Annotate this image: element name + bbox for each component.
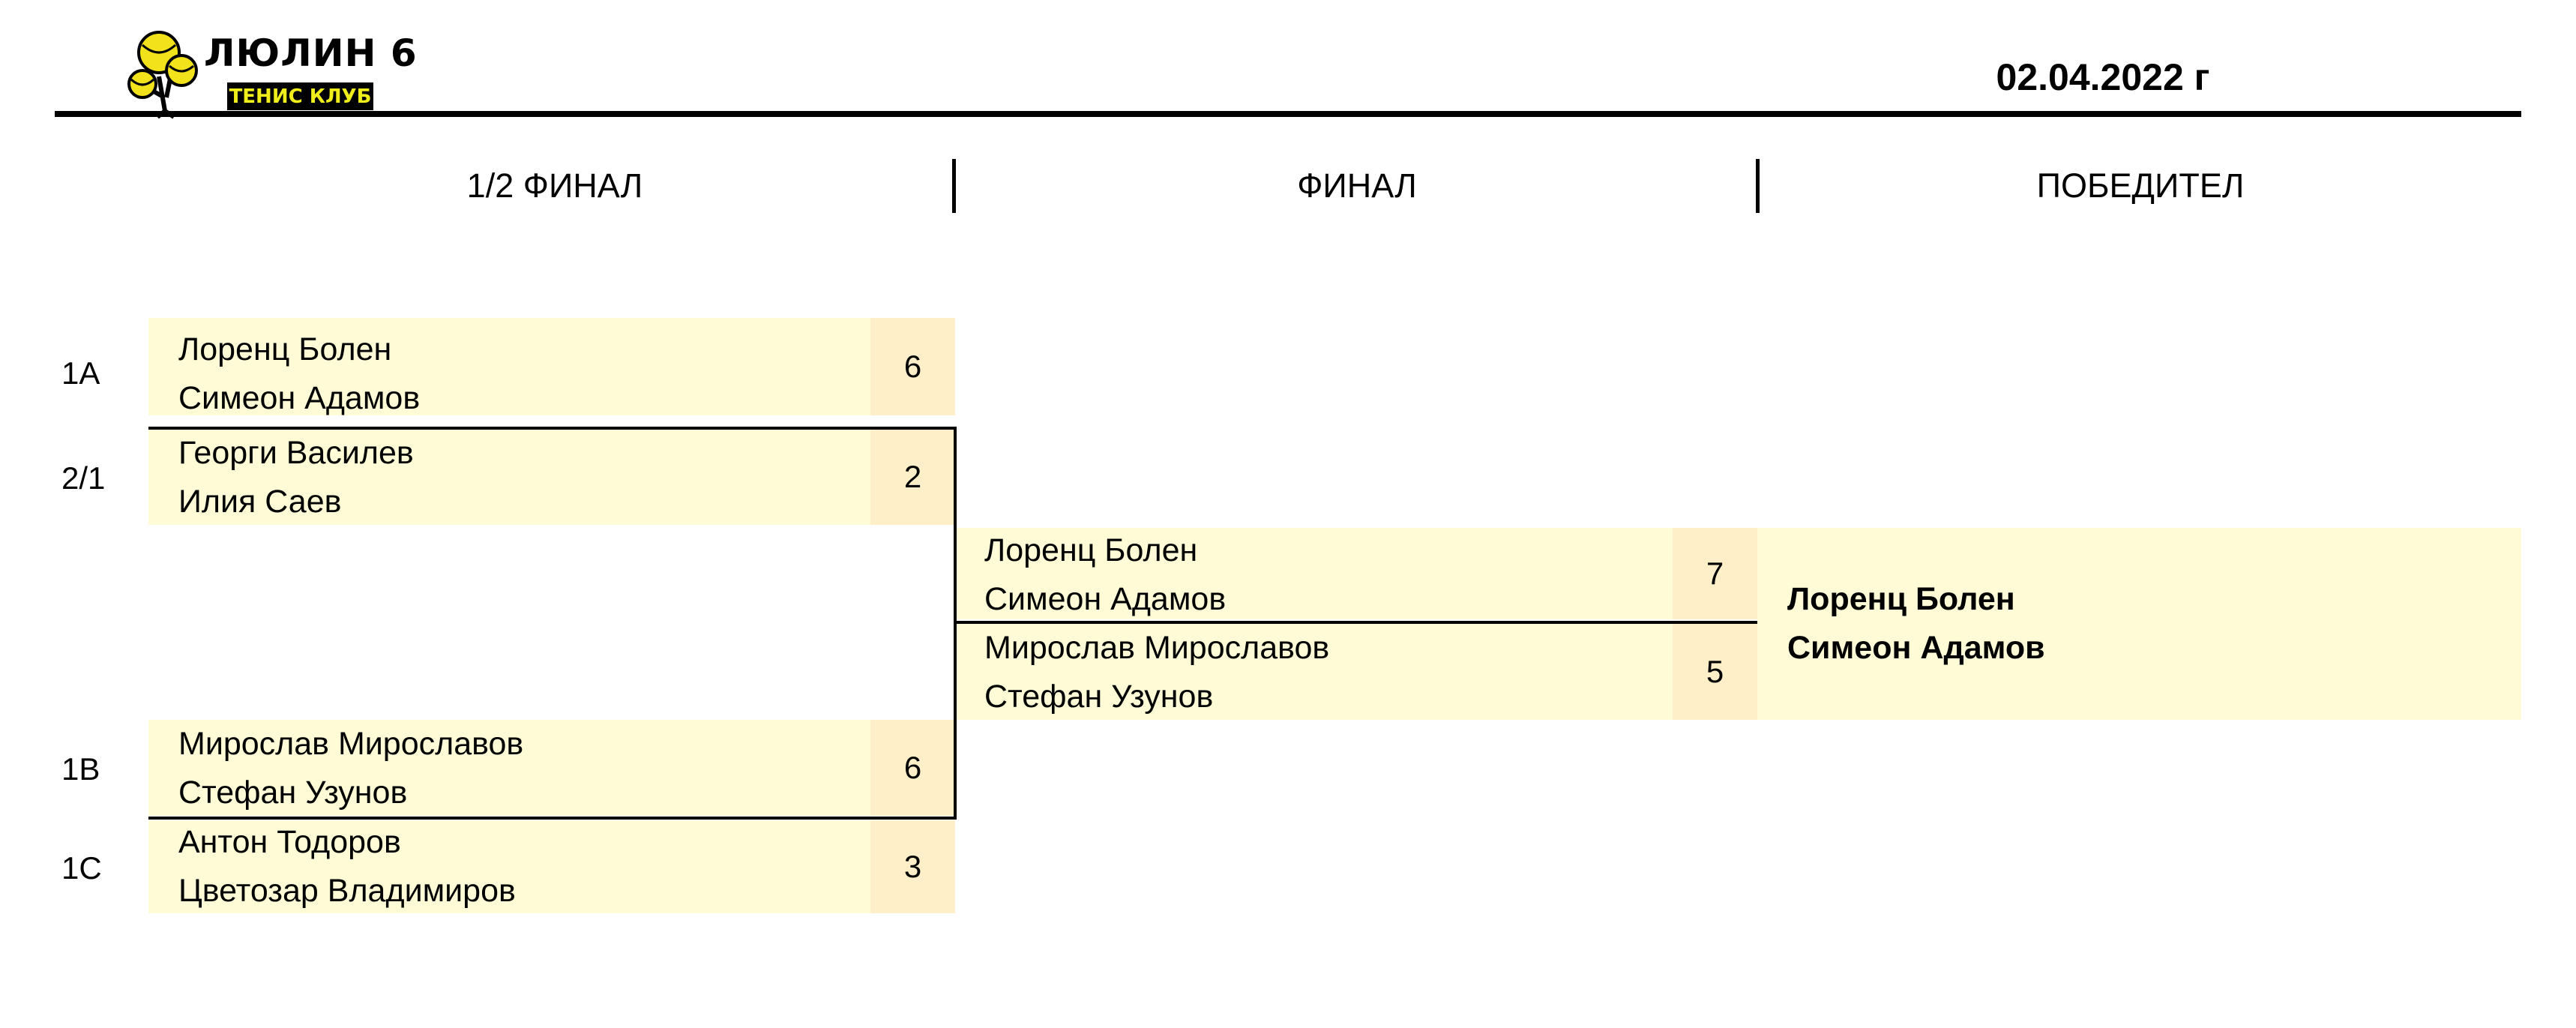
- player-name: Симеон Адамов: [984, 581, 1227, 617]
- bracket-line: [148, 817, 957, 820]
- player-name: Антон Тодоров: [178, 824, 401, 860]
- player-name: Стефан Узунов: [178, 775, 408, 811]
- round-divider: [952, 159, 956, 213]
- logo-subtitle: ТЕНИС КЛУБ: [227, 82, 373, 110]
- player-name: Георги Василев: [178, 435, 414, 471]
- player-name: Илия Саев: [178, 484, 342, 520]
- match-slot: [957, 528, 1673, 619]
- club-logo: ЛЮЛИН 6 ТЕНИС КЛУБ: [120, 22, 435, 120]
- player-name: Лоренц Болен: [984, 532, 1198, 568]
- match-slot: [148, 720, 870, 816]
- round-header-winner: ПОБЕДИТЕЛ: [2036, 166, 2245, 205]
- score-cell: 3: [870, 820, 955, 913]
- bracket-line: [148, 427, 957, 430]
- score-cell: 6: [870, 318, 955, 415]
- seed-label: 1C: [61, 850, 102, 886]
- round-divider: [1756, 159, 1760, 213]
- score-cell: 7: [1673, 528, 1757, 619]
- match-slot: [148, 429, 870, 525]
- score-cell: 2: [870, 429, 955, 525]
- seed-label: 1B: [61, 751, 100, 787]
- score-cell: 5: [1673, 624, 1757, 720]
- player-name: Цветозар Владимиров: [178, 873, 516, 909]
- match-slot: [148, 820, 870, 913]
- player-name: Лоренц Болен: [178, 331, 392, 367]
- bracket-line: [954, 621, 1757, 624]
- winner-name: Симеон Адамов: [1787, 630, 2045, 666]
- logo-title: ЛЮЛИН 6: [204, 31, 418, 75]
- match-slot: [957, 624, 1673, 720]
- header-rule: [55, 111, 2521, 117]
- player-name: Симеон Адамов: [178, 380, 421, 416]
- match-slot: [148, 318, 870, 415]
- player-name: Мирослав Мирославов: [984, 630, 1330, 666]
- player-name: Мирослав Мирославов: [178, 726, 524, 762]
- player-name: Стефан Узунов: [984, 679, 1214, 715]
- round-header-final: ФИНАЛ: [1297, 166, 1417, 205]
- tennis-ball-tree-icon: [127, 31, 198, 119]
- seed-label: 1A: [61, 355, 100, 391]
- round-header-semifinal: 1/2 ФИНАЛ: [466, 166, 643, 205]
- winner-name: Лоренц Болен: [1787, 581, 2015, 617]
- bracket-line: [954, 623, 957, 820]
- score-cell: 6: [870, 720, 955, 816]
- tournament-date: 02.04.2022 г: [1996, 56, 2210, 98]
- seed-label: 2/1: [61, 460, 106, 496]
- bracket-line: [954, 427, 957, 623]
- winner-slot: [1757, 528, 2521, 720]
